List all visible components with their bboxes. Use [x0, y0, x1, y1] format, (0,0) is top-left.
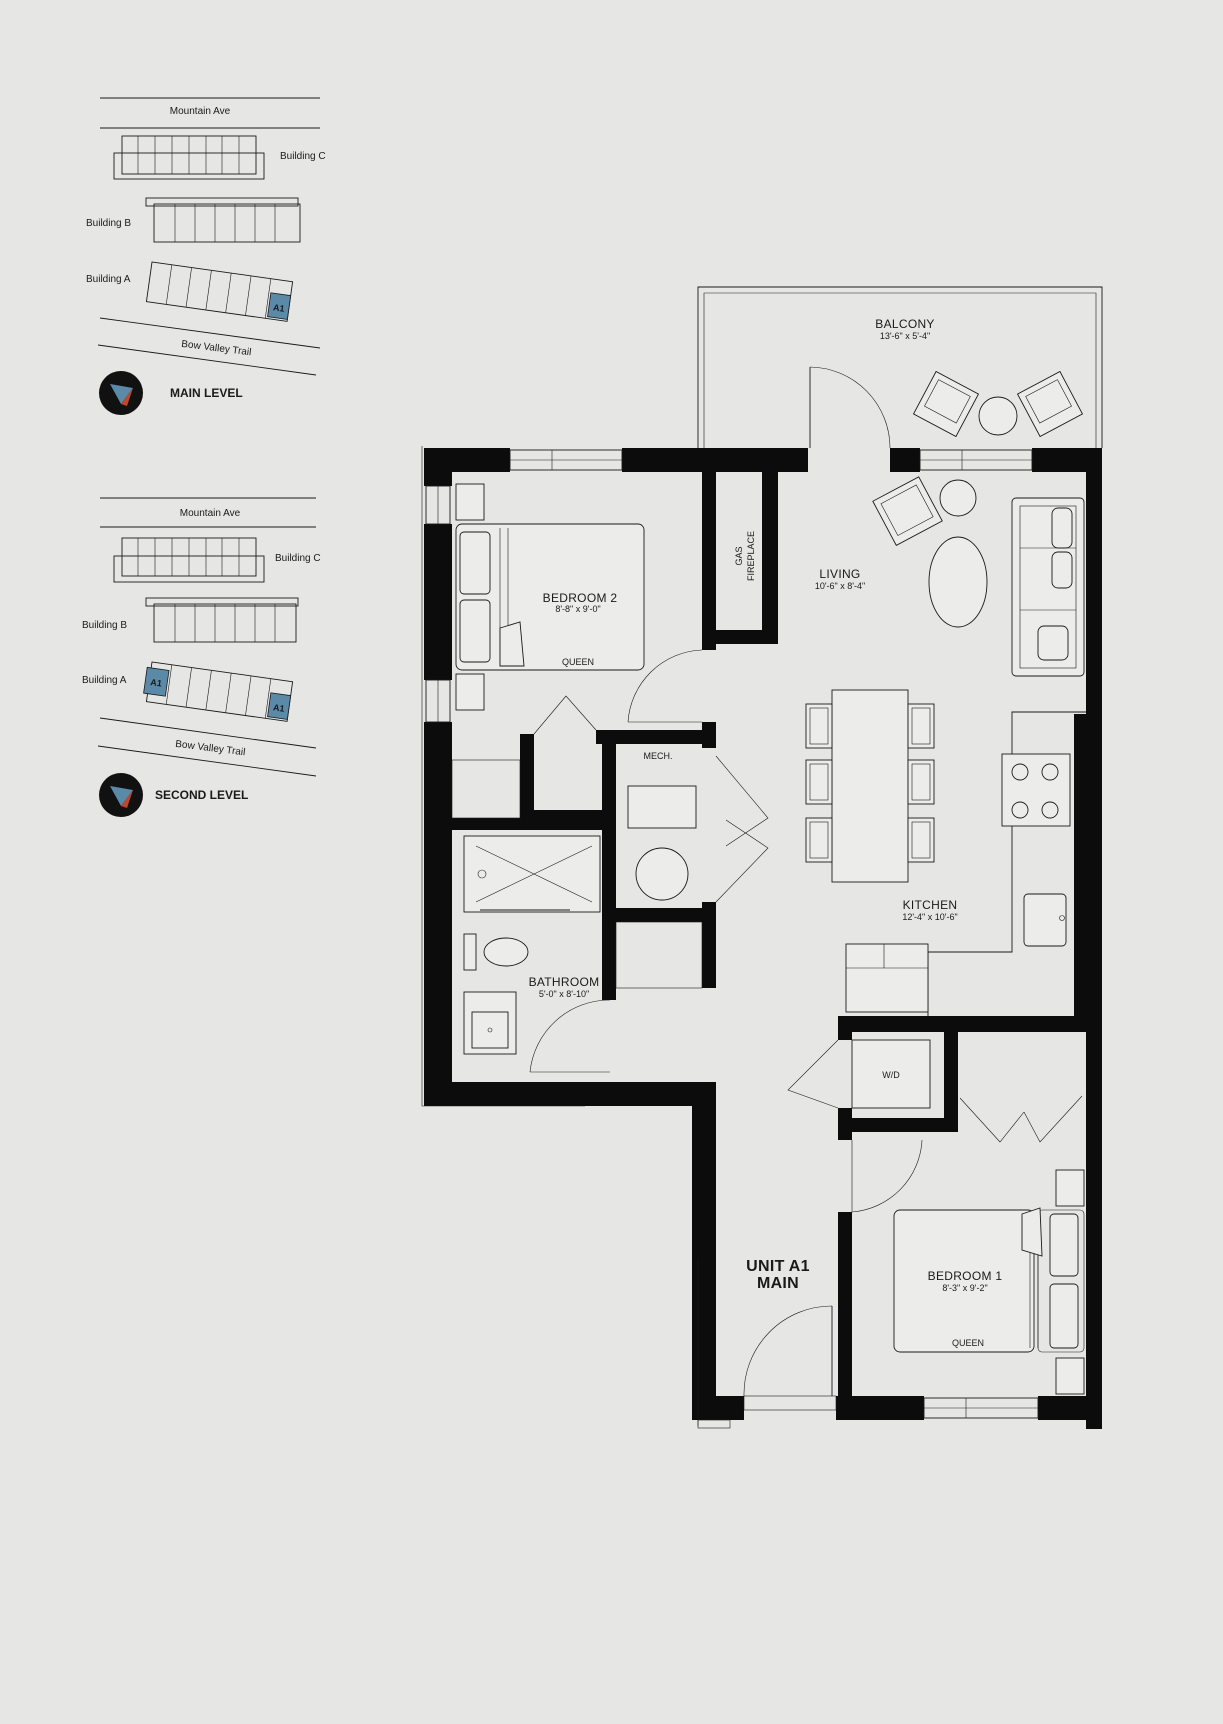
street-bow-valley-trail: Bow Valley Trail [181, 339, 252, 358]
street-mountain-ave: Mountain Ave [170, 106, 231, 117]
building-b-block-2 [145, 597, 299, 643]
bedroom-2-bed [455, 483, 645, 711]
wd-label: W/D [882, 1070, 900, 1080]
building-a-label: Building A [86, 274, 131, 285]
windows [421, 446, 1039, 1419]
balcony-dims: 13'-6" x 5'-4" [880, 331, 930, 341]
building-c-block-2 [113, 537, 265, 583]
bedroom-1-door [851, 1139, 923, 1213]
bathroom-door [529, 999, 611, 1073]
bedroom-1-dims: 8'-3" x 9'-2" [942, 1283, 987, 1293]
unit-a1-highlight [267, 292, 292, 320]
building-b-label-2: Building B [82, 620, 127, 631]
living-name: LIVING [819, 567, 860, 581]
building-c-label: Building C [280, 151, 326, 162]
bedroom-2-dims: 8'-8" x 9'-0" [555, 604, 600, 614]
building-b-label: Building B [86, 218, 131, 229]
compass-icon [99, 371, 143, 415]
water-heater [635, 847, 689, 901]
building-c-label-2: Building C [275, 553, 321, 564]
bedroom-2-name: BEDROOM 2 [543, 591, 618, 605]
dining-table [805, 689, 935, 883]
walls [424, 448, 1102, 1429]
living-dims: 10'-6" x 8'-4" [815, 581, 865, 591]
balcony-outline [697, 286, 1103, 448]
building-a-label-2: Building A [82, 675, 127, 686]
bathroom-dims: 5'-0" x 8'-10" [539, 989, 589, 999]
entry-door [697, 1258, 837, 1429]
closet-door-bedroom-2 [533, 695, 597, 735]
unit-level: MAIN [757, 1275, 799, 1292]
key-plan-second-level: Mountain Ave Building C Building B A1 [82, 497, 321, 817]
balcony-chairs [912, 370, 1084, 438]
kitchen-counter [845, 711, 1086, 1016]
key-plan-main-level: Mountain Ave Building C Building B [86, 97, 326, 415]
unit-name: UNIT A1 [746, 1258, 810, 1275]
building-b-block [145, 197, 301, 243]
wd-door [787, 1039, 839, 1109]
living-furniture [872, 476, 1085, 677]
mech-closet [615, 921, 703, 989]
balcony-name: BALCONY [875, 317, 934, 331]
unit-a1-highlight-east [267, 692, 292, 720]
street-bow-valley-trail-2: Bow Valley Trail [175, 739, 246, 758]
kitchen-name: KITCHEN [903, 898, 958, 912]
bedroom-2-bed-size: QUEEN [562, 657, 594, 667]
bedroom-2-door [627, 649, 703, 723]
bedroom-1-name: BEDROOM 1 [928, 1269, 1003, 1283]
street-mountain-ave-2: Mountain Ave [180, 508, 241, 519]
building-a-block-2: A1 A1 [143, 661, 294, 722]
fireplace-label-1: GAS [734, 546, 744, 565]
bedroom-1-bed [893, 1207, 1085, 1395]
level-label-second: SECOND LEVEL [155, 788, 248, 802]
mech-label: MECH. [644, 751, 673, 761]
bathroom-name: BATHROOM [529, 975, 600, 989]
bedroom-1-closet-doors [959, 1095, 1085, 1207]
kitchen-dims: 12'-4" x 10'-6" [902, 912, 957, 922]
bedroom-1-bed-size: QUEEN [952, 1338, 984, 1348]
balcony-door [809, 366, 891, 449]
bathroom-fixtures [463, 835, 601, 1055]
fireplace-label-2: FIREPLACE [746, 531, 756, 581]
unit-a1-highlight-west [143, 666, 170, 697]
unit-a1-tag: A1 [272, 302, 285, 314]
unit-a1-tag-west: A1 [150, 677, 163, 689]
level-label-main: MAIN LEVEL [170, 386, 243, 400]
washer-dryer [851, 1039, 931, 1109]
closet-space [451, 759, 521, 819]
compass-icon-2 [99, 773, 143, 817]
building-c-block [113, 135, 265, 180]
mech-doors [715, 755, 769, 903]
building-a-block: A1 [145, 261, 294, 322]
unit-floor-plan: BALCONY 13'-6" x 5'-4" [421, 286, 1103, 1429]
unit-a1-tag-east: A1 [272, 702, 285, 714]
mech-unit [627, 785, 697, 829]
